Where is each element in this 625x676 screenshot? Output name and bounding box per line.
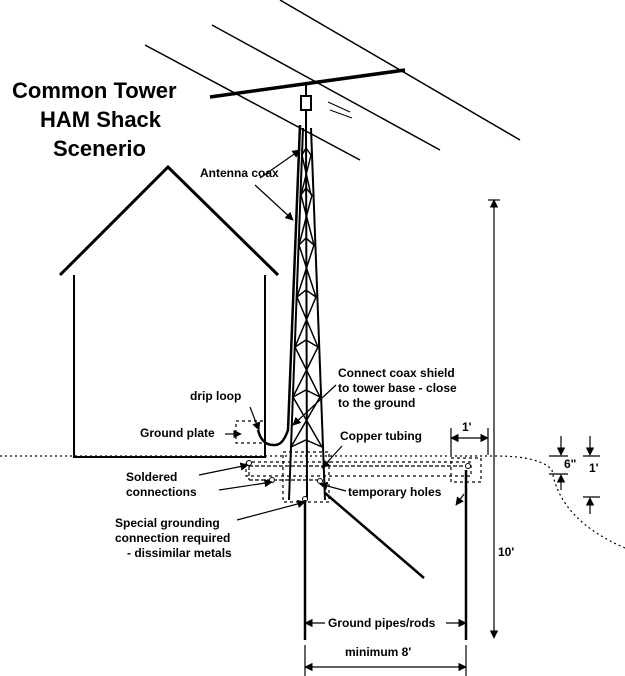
label-soldered-2: connections xyxy=(126,485,197,499)
dim-six-inch: 6" xyxy=(564,457,576,471)
label-special-3: - dissimilar metals xyxy=(127,546,232,560)
antenna-boom xyxy=(209,68,406,99)
label-minimum-8: minimum 8' xyxy=(345,645,411,659)
label-ground-plate: Ground plate xyxy=(140,426,215,440)
label-special-1: Special grounding xyxy=(115,516,220,530)
ham-shack xyxy=(58,164,280,458)
title-line-1: Common Tower xyxy=(12,78,177,103)
label-drip-loop: drip loop xyxy=(190,389,241,403)
ground-surface xyxy=(0,455,625,549)
label-ground-pipes: Ground pipes/rods xyxy=(328,616,436,630)
label-copper-tubing: Copper tubing xyxy=(340,429,422,443)
dim-one-foot-top: 1' xyxy=(462,420,472,434)
ground-rods xyxy=(303,470,468,640)
title-line-3: Scenerio xyxy=(53,136,146,161)
label-antenna-coax: Antenna coax xyxy=(200,166,279,180)
dim-one-foot-right: 1' xyxy=(589,461,599,475)
title-line-2: HAM Shack xyxy=(40,107,162,132)
tower xyxy=(288,127,326,501)
label-temporary-holes: temporary holes xyxy=(348,485,442,499)
label-special-2: connection required xyxy=(115,531,230,545)
label-soldered-1: Soldered xyxy=(126,470,177,484)
label-connect-coax-2: to tower base - close xyxy=(338,381,457,395)
antenna-coax-line xyxy=(256,124,302,447)
pointer-arrows xyxy=(198,149,465,521)
dimension-lines xyxy=(304,199,600,676)
copper-tubing xyxy=(248,465,468,481)
label-connect-coax-3: to the ground xyxy=(338,396,415,410)
antenna-mast xyxy=(300,82,353,128)
label-connect-coax-1: Connect coax shield xyxy=(338,366,455,380)
dim-ten-foot: 10' xyxy=(498,545,514,559)
